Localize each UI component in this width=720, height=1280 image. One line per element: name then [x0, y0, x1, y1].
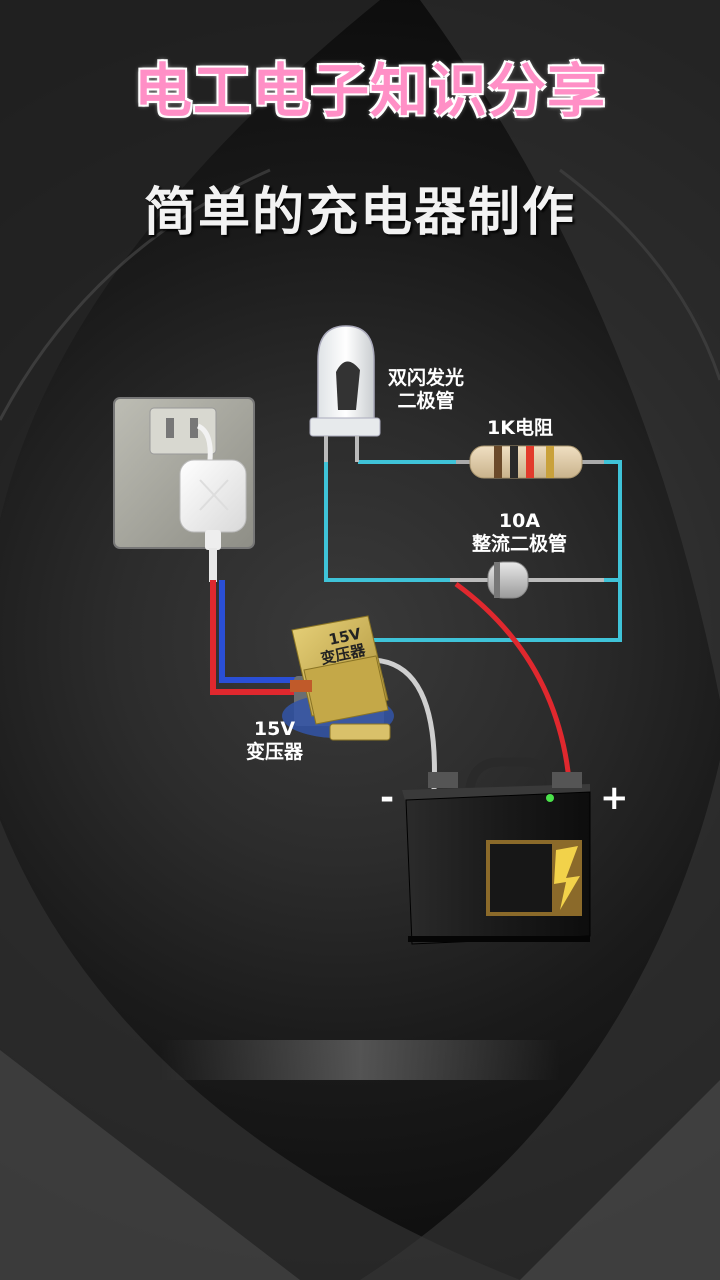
mains-wires [210, 580, 300, 695]
power-plug [179, 423, 247, 582]
battery-positive-sign: + [600, 778, 629, 818]
transformer-label-line1: 15V [253, 718, 296, 740]
diode-label-line1: 10A [498, 510, 541, 532]
transformer-label: 15V 变压器 [246, 718, 303, 764]
brand-title: 电工电子知识分享 [133, 57, 606, 125]
resistor-label: 1K电阻 [487, 417, 553, 439]
bottom-highlight-bar [160, 1040, 560, 1080]
battery [402, 757, 591, 945]
resistor [456, 445, 604, 479]
transformer: 15V 变压器 [282, 615, 437, 791]
diode-label: 10A 整流二极管 [472, 510, 567, 556]
diagram-title: 简单的充电器制作 [143, 183, 576, 243]
led-bulb [309, 325, 381, 462]
led-label: 双闪发光 二极管 [388, 367, 464, 413]
diode-label-line2: 整流二极管 [472, 533, 568, 555]
led-label-line2: 二极管 [397, 390, 455, 412]
led-label-line1: 双闪发光 [388, 367, 465, 389]
positive-wire [454, 581, 573, 791]
battery-negative-sign: - [380, 778, 395, 818]
transformer-label-line2: 变压器 [246, 741, 304, 763]
rectifier-diode [450, 561, 604, 599]
